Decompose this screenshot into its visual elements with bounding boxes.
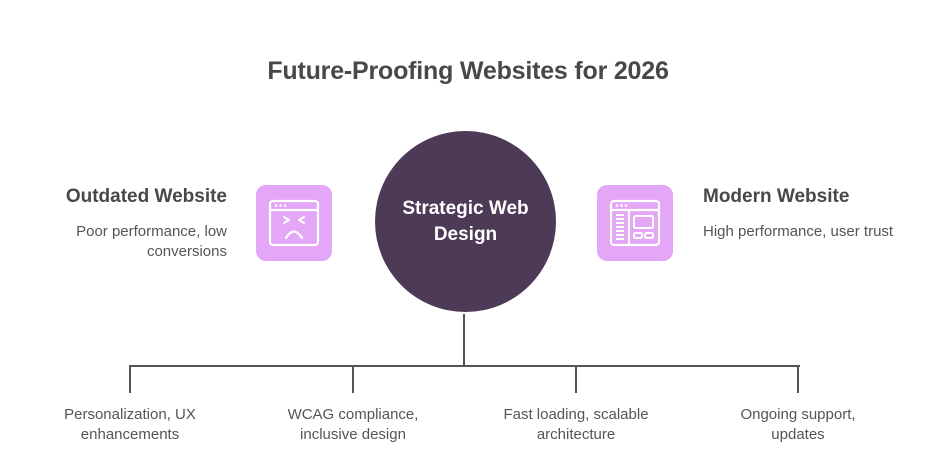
- branch-drop-line-3: [575, 365, 577, 393]
- hub-stem-line: [463, 314, 465, 367]
- diagram-title: Future-Proofing Websites for 2026: [267, 57, 669, 85]
- branch-drop-line-4: [797, 365, 799, 393]
- modern-website-title: Modern Website: [703, 186, 850, 207]
- browser-layout-icon: [597, 185, 673, 261]
- leaf-wcag-compliance: WCAG compliance, inclusive design: [287, 406, 419, 443]
- strategic-web-design-hub: Strategic Web Design: [375, 131, 556, 312]
- leaf-fast-loading: Fast loading, scalable architecture: [503, 406, 649, 443]
- leaf-personalization: Personalization, UX enhancements: [64, 406, 196, 443]
- branch-bar-line: [129, 365, 800, 367]
- leaf-ongoing-support: Ongoing support, updates: [740, 406, 856, 443]
- hub-label: Strategic Web Design: [402, 197, 529, 245]
- angry-browser-icon: [256, 185, 332, 261]
- branch-drop-line-2: [352, 365, 354, 393]
- branch-drop-line-1: [129, 365, 131, 393]
- outdated-website-description: Poor performance, low conversions: [76, 223, 227, 260]
- modern-website-description: High performance, user trust: [703, 223, 894, 240]
- outdated-website-title: Outdated Website: [65, 186, 227, 207]
